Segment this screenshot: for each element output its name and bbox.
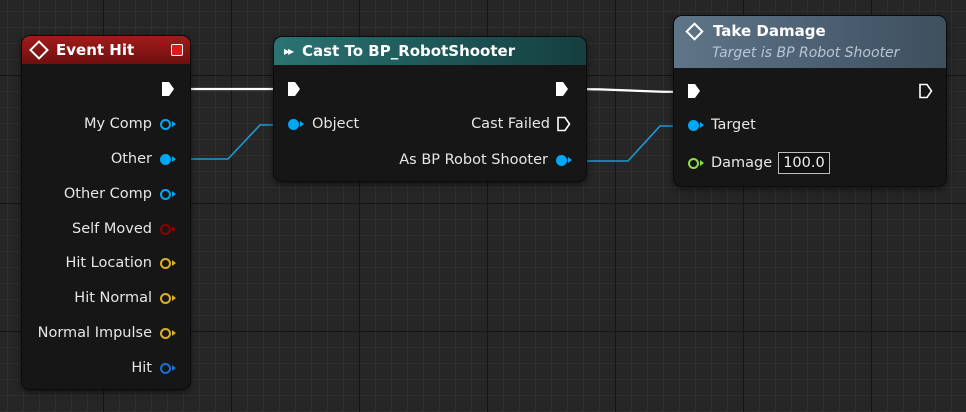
other-label: Other — [110, 151, 152, 167]
take-damage-header[interactable]: Take Damage Target is BP Robot Shooter — [674, 16, 946, 68]
my-comp-pin-icon[interactable] — [160, 118, 176, 130]
self-moved-label: Self Moved — [72, 221, 152, 237]
function-diamond-icon — [685, 21, 704, 41]
other-comp-label: Other Comp — [63, 186, 152, 202]
pin-row-hit-normal[interactable]: Hit Normal — [74, 290, 176, 306]
other-pin-icon[interactable] — [160, 153, 176, 165]
damage-exec-out[interactable] — [918, 83, 934, 99]
damage-pin-icon[interactable] — [688, 157, 704, 169]
pin-row-target[interactable]: Target — [688, 117, 756, 133]
delegate-pin-icon[interactable] — [171, 44, 183, 56]
damage-value-field[interactable]: 100.0 — [778, 152, 830, 174]
pin-row-damage[interactable]: Damage 100.0 — [688, 152, 830, 174]
target-label: Target — [711, 117, 756, 133]
pin-row-as-bp-robot-shooter[interactable]: As BP Robot Shooter — [399, 152, 572, 168]
event-hit-node[interactable]: Event Hit My Comp Other Other Comp Self … — [22, 36, 190, 389]
pin-row-cast-failed[interactable]: Cast Failed — [471, 116, 572, 132]
cast-to-node[interactable]: ▸▸ Cast To BP_RobotShooter Object Cast F… — [274, 37, 586, 181]
self-moved-pin-icon[interactable] — [160, 223, 176, 235]
cast-failed-exec-pin-icon[interactable] — [556, 116, 572, 132]
cast-failed-label: Cast Failed — [471, 116, 550, 132]
target-pin-icon[interactable] — [688, 119, 704, 131]
my-comp-label: My Comp — [83, 116, 152, 132]
hit-normal-label: Hit Normal — [74, 290, 152, 306]
cast-exec-in[interactable] — [286, 81, 302, 97]
event-hit-title: Event Hit — [56, 41, 135, 59]
pin-row-hit-location[interactable]: Hit Location — [65, 255, 176, 271]
event-hit-exec-out[interactable] — [160, 81, 176, 97]
cast-to-title: Cast To BP_RobotShooter — [302, 42, 516, 60]
object-pin-icon[interactable] — [288, 118, 304, 130]
exec-out-pin-icon[interactable] — [554, 81, 570, 97]
as-bp-robot-shooter-label: As BP Robot Shooter — [399, 152, 548, 168]
hit-location-pin-icon[interactable] — [160, 257, 176, 269]
hit-location-label: Hit Location — [65, 255, 152, 271]
object-label: Object — [312, 116, 360, 132]
normal-impulse-label: Normal Impulse — [37, 325, 152, 341]
exec-in-pin-icon[interactable] — [286, 81, 302, 97]
pin-row-my-comp[interactable]: My Comp — [84, 116, 176, 132]
pin-row-other[interactable]: Other — [111, 151, 176, 167]
cast-to-header[interactable]: ▸▸ Cast To BP_RobotShooter — [274, 37, 586, 65]
damage-exec-in[interactable] — [686, 83, 702, 99]
event-hit-header[interactable]: Event Hit — [22, 36, 190, 64]
pin-row-normal-impulse[interactable]: Normal Impulse — [38, 325, 176, 341]
hit-label: Hit — [131, 360, 152, 376]
damage-label: Damage — [711, 155, 773, 171]
pin-row-object[interactable]: Object — [288, 116, 359, 132]
take-damage-subtitle: Target is BP Robot Shooter — [712, 45, 900, 61]
exec-out-pin-icon[interactable] — [918, 83, 934, 99]
pin-row-other-comp[interactable]: Other Comp — [64, 186, 176, 202]
cast-arrow-icon: ▸▸ — [284, 44, 294, 58]
exec-wire-cast-to-damage — [569, 87, 691, 94]
event-diamond-icon — [29, 40, 49, 60]
hit-normal-pin-icon[interactable] — [160, 292, 176, 304]
other-comp-pin-icon[interactable] — [160, 188, 176, 200]
take-damage-node[interactable]: Take Damage Target is BP Robot Shooter T… — [674, 16, 946, 186]
hit-pin-icon[interactable] — [160, 362, 176, 374]
cast-exec-out[interactable] — [554, 81, 570, 97]
take-damage-title: Take Damage — [713, 22, 826, 40]
as-bp-robot-shooter-pin-icon[interactable] — [556, 154, 572, 166]
pin-row-self-moved[interactable]: Self Moved — [72, 221, 176, 237]
normal-impulse-pin-icon[interactable] — [160, 327, 176, 339]
pin-row-hit[interactable]: Hit — [131, 360, 176, 376]
exec-out-pin-icon[interactable] — [160, 81, 176, 97]
exec-in-pin-icon[interactable] — [686, 83, 702, 99]
